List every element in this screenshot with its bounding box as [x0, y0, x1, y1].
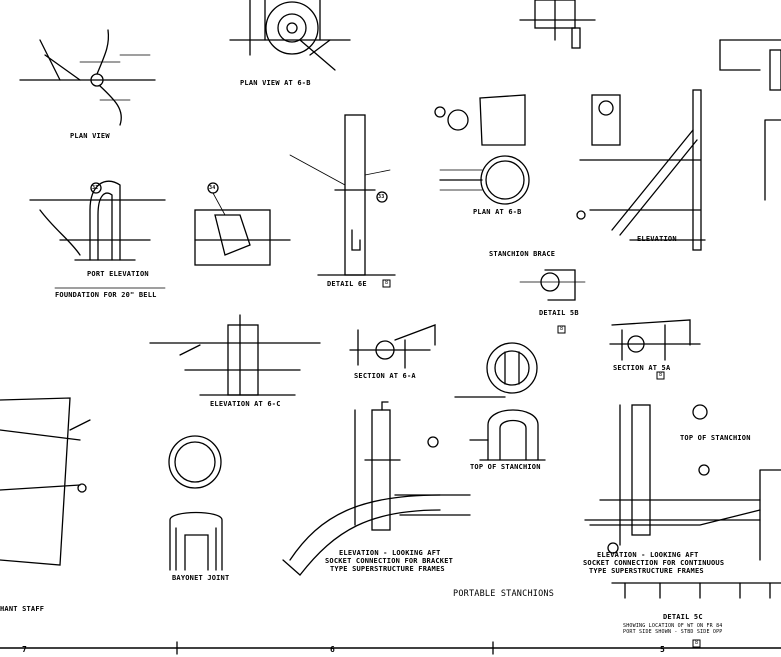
rev-box	[692, 639, 701, 648]
rev-box-number: 8	[385, 280, 389, 286]
rev-box-number: 8	[560, 326, 564, 332]
plan-view-6b-figure	[229, 0, 351, 71]
label-portable-stanchions: PORTABLE STANCHIONS	[453, 589, 555, 599]
label-detail-5b: DETAIL 5B	[539, 309, 579, 317]
elevation-bracket-figure	[282, 401, 471, 576]
rev-box	[656, 371, 665, 380]
label-elevation-right: ELEVATION	[637, 235, 677, 243]
label-top-of-stanchion-center: TOP OF STANCHION	[470, 463, 541, 471]
top-detail-figure	[519, 0, 596, 49]
bell-saddle-figure	[194, 182, 291, 266]
label-plan-at-6b: PLAN AT 6-B	[473, 208, 522, 216]
elevation-continuous-figure	[584, 404, 781, 561]
plan-at-6b-figure	[434, 94, 530, 205]
label-elevation-continuous-1: ELEVATION - LOOKING AFT	[597, 551, 699, 559]
elevation-6c-figure	[149, 314, 321, 396]
rev-box-number: 8	[659, 372, 663, 378]
label-stanchion-brace: STANCHION BRACE	[489, 250, 556, 258]
top-of-stanchion-center-figure	[454, 342, 546, 461]
label-top-of-stanchion-right: TOP OF STANCHION	[680, 434, 751, 442]
rev-box	[557, 325, 566, 334]
label-detail-5c: DETAIL 5C	[663, 613, 703, 621]
rev-box	[382, 279, 391, 288]
rev-box-number: 8	[695, 640, 699, 646]
label-bayonet-joint: BAYONET JOINT	[172, 574, 230, 582]
bayonet-joint-figure	[168, 435, 223, 571]
label-plan-view: PLAN VIEW	[70, 132, 110, 140]
label-elevation-bracket-1: ELEVATION - LOOKING AFT	[339, 549, 441, 557]
hant-staff-figure	[0, 397, 91, 566]
label-detail-5c-note-2: PORT SIDE SHOWN - STBD SIDE OPP	[623, 629, 723, 635]
zone-number-5: 5	[660, 645, 665, 654]
elevation-brace-figure	[576, 89, 781, 251]
detail-5c-figure	[611, 582, 781, 599]
zone-number-7: 7	[22, 645, 27, 654]
sheet-border	[0, 641, 781, 655]
section-5a-figure	[609, 319, 701, 361]
top-right-detail	[719, 39, 781, 91]
label-foundation: FOUNDATION FOR 20" BELL	[55, 291, 157, 299]
port-elevation-figure	[29, 180, 166, 289]
label-plan-view-6b: PLAN VIEW AT 6-B	[240, 79, 311, 87]
label-port-elevation: PORT ELEVATION	[87, 270, 149, 278]
label-elevation-bracket-2: SOCKET CONNECTION FOR BRACKET	[325, 557, 454, 565]
section-6a-figure	[349, 324, 436, 369]
label-section-6a: SECTION AT 6-A	[354, 372, 416, 380]
plan-view-figure	[19, 29, 156, 126]
label-elevation-6c: ELEVATION AT 6-C	[210, 400, 281, 408]
label-detail-6e: DETAIL 6E	[327, 280, 367, 288]
label-detail-5c-note-1: SHOWING LOCATION OF WT ON FR 84	[623, 623, 723, 629]
detail-6e-figure	[289, 114, 396, 276]
detail-5b-figure	[519, 269, 586, 301]
zone-number-6: 6	[330, 645, 335, 654]
label-elevation-continuous-2: SOCKET CONNECTION FOR CONTINUOUS	[583, 559, 725, 567]
label-elevation-continuous-3: TYPE SUPERSTRUCTURE FRAMES	[589, 567, 704, 575]
label-elevation-bracket-3: TYPE SUPERSTRUCTURE FRAMES	[330, 565, 445, 573]
callout-34: 34	[209, 185, 216, 191]
callout-33: 33	[378, 194, 385, 200]
callout-32: 32	[92, 185, 99, 191]
label-hant-staff: HANT STAFF	[0, 605, 45, 613]
label-section-5a: SECTION AT 5A	[613, 364, 671, 372]
